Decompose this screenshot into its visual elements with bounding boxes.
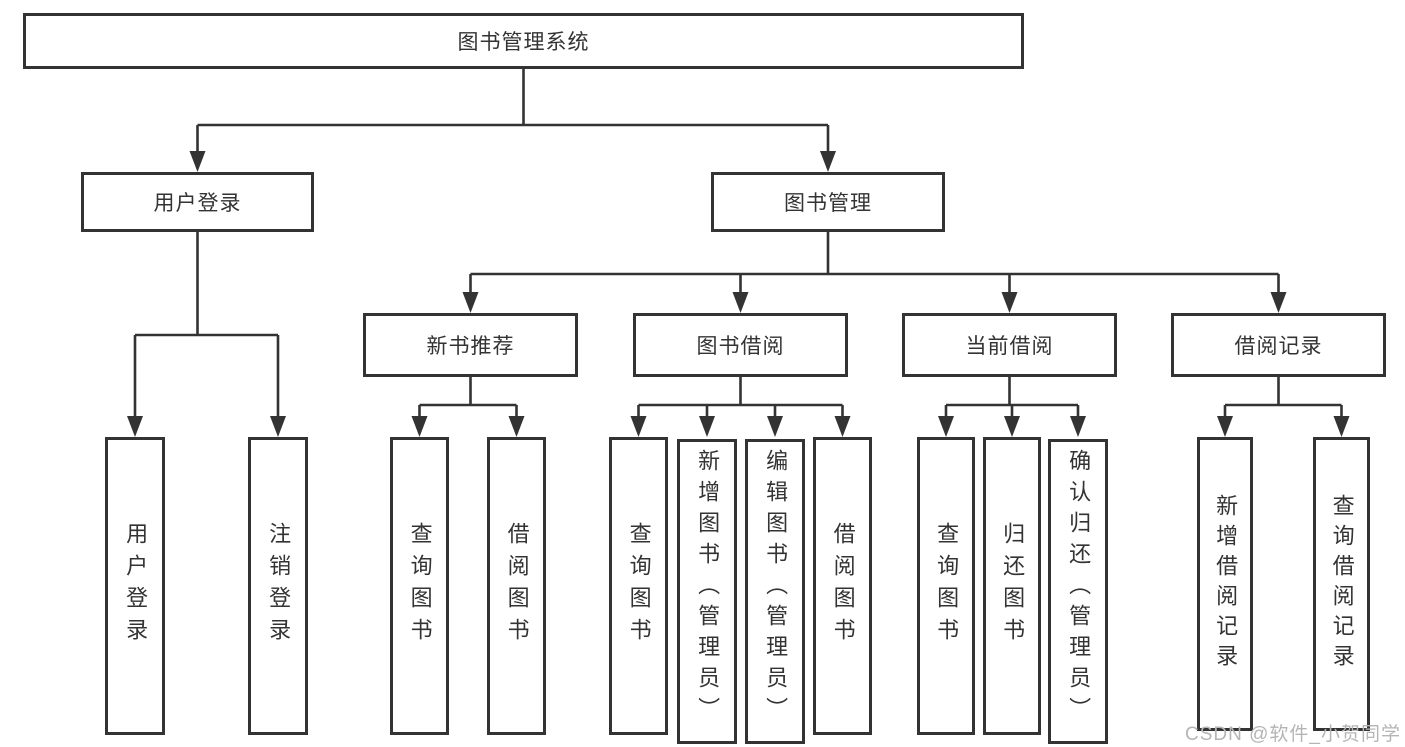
watermark: CSDN @软件_小贺同学 [1185, 724, 1401, 745]
leaf-logout-label: 注销登录 [266, 522, 292, 650]
leaf-confirm-return-admin-label: 确认归还（管理员） [1066, 449, 1092, 728]
leaf-logout: 注销登录 [248, 437, 308, 735]
node-book-management-label: 图书管理 [784, 192, 872, 215]
leaf-return-books: 归还图书 [983, 437, 1041, 735]
leaf-edit-books-admin: 编辑图书（管理员） [745, 439, 805, 744]
leaf-edit-books-admin-label: 编辑图书（管理员） [763, 449, 789, 728]
leaf-add-borrow-record-label: 新增借阅记录 [1213, 494, 1239, 674]
leaf-borrowing-query-books: 查询图书 [609, 437, 668, 735]
leaf-query-borrow-record-label: 查询借阅记录 [1329, 494, 1355, 674]
leaf-current-query-books-label: 查询图书 [934, 522, 960, 650]
leaf-borrowing-borrow-books: 借阅图书 [813, 437, 872, 735]
node-new-book-recommend: 新书推荐 [363, 313, 578, 377]
leaf-recommend-borrow-books-label: 借阅图书 [504, 522, 530, 650]
node-current-borrowing-label: 当前借阅 [965, 335, 1054, 358]
leaf-add-borrow-record: 新增借阅记录 [1197, 437, 1253, 731]
leaf-user-login: 用户登录 [105, 437, 165, 735]
node-book-management: 图书管理 [711, 172, 945, 232]
leaf-current-query-books: 查询图书 [917, 437, 975, 735]
leaf-add-books-admin-label: 新增图书（管理员） [695, 449, 721, 728]
node-borrowing-records: 借阅记录 [1171, 313, 1386, 377]
leaf-add-books-admin: 新增图书（管理员） [677, 439, 737, 744]
node-current-borrowing: 当前借阅 [902, 313, 1117, 377]
node-root-label: 图书管理系统 [457, 31, 590, 54]
leaf-recommend-borrow-books: 借阅图书 [487, 437, 546, 735]
leaf-recommend-query-books: 查询图书 [390, 437, 449, 735]
leaf-borrowing-borrow-books-label: 借阅图书 [830, 522, 856, 650]
leaf-borrowing-query-books-label: 查询图书 [626, 522, 652, 650]
leaf-query-borrow-record: 查询借阅记录 [1313, 437, 1370, 731]
node-borrowing-records-label: 借阅记录 [1234, 335, 1323, 358]
leaf-confirm-return-admin: 确认归还（管理员） [1048, 439, 1108, 744]
leaf-recommend-query-books-label: 查询图书 [407, 522, 433, 650]
node-user-login: 用户登录 [81, 172, 314, 232]
node-new-book-recommend-label: 新书推荐 [426, 335, 515, 358]
node-book-borrowing-label: 图书借阅 [696, 335, 785, 358]
node-book-borrowing: 图书借阅 [633, 313, 848, 377]
leaf-user-login-label: 用户登录 [123, 522, 149, 650]
node-root: 图书管理系统 [23, 13, 1024, 69]
node-user-login-label: 用户登录 [153, 192, 242, 215]
leaf-return-books-label: 归还图书 [1000, 522, 1026, 650]
